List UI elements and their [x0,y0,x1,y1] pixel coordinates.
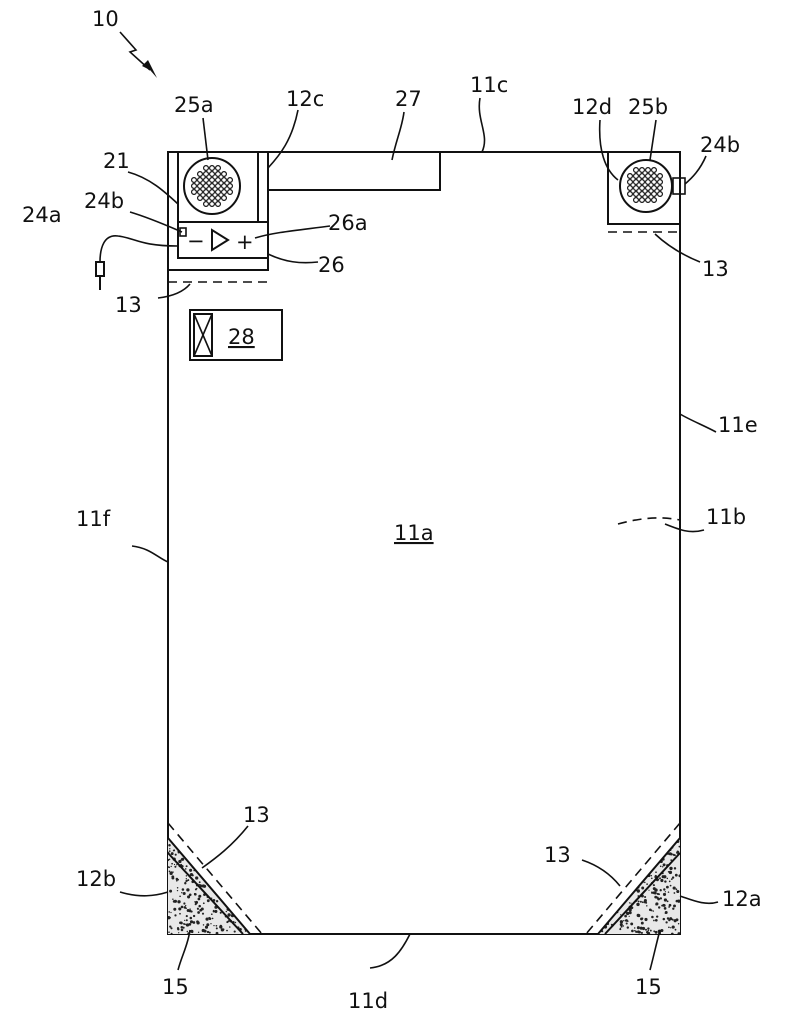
label-21: 21 [103,149,130,173]
label-12b: 12b [76,867,116,891]
speaker-left-grille [191,165,234,208]
back-face-hint [617,517,681,525]
label-15-right: 15 [635,975,662,999]
label-11d: 11d [348,989,388,1013]
label-11f: 11f [76,507,111,531]
label-13-top-left: 13 [115,293,142,317]
jack-right [672,177,686,195]
strip [267,151,441,191]
label-12a: 12a [722,887,762,911]
reference-arrowhead-10 [142,60,157,78]
label-24b-right: 24b [700,133,740,157]
label-15-left: 15 [162,975,189,999]
amplifier-minus: − [187,229,205,253]
label-25a: 25a [174,93,214,117]
speaker-left [183,157,241,215]
speaker-right [619,159,673,213]
plug-cable [99,235,179,263]
label-26a: 26a [328,211,368,235]
label-12d: 12d [572,95,612,119]
label-25b: 25b [628,95,668,119]
label-10: 10 [92,7,119,31]
bottom-right-pocket [585,822,681,935]
module-box [189,309,283,361]
amplifier-plus: + [236,230,254,254]
reference-arrow-10 [119,31,151,71]
amplifier-triangle [211,228,230,252]
label-13-top-right: 13 [702,257,729,281]
speaker-right-grille [626,167,663,204]
leader-lines [119,97,719,971]
plug [95,261,105,277]
label-11b: 11b [706,505,746,529]
amplifier-box [177,221,269,259]
bottom-left-pocket [167,822,263,935]
top-right-pocket [607,151,681,225]
label-11a: 11a [394,521,434,545]
label-13-bottom-left: 13 [243,803,270,827]
label-24a: 24a [22,203,62,227]
label-11e: 11e [718,413,758,437]
label-26: 26 [318,253,345,277]
label-24b-left: 24b [84,189,124,213]
top-left-assembly [167,151,269,271]
label-12c: 12c [286,87,324,111]
label-13-bottom-right: 13 [544,843,571,867]
label-27: 27 [395,87,422,111]
label-28: 28 [228,325,255,349]
label-11c: 11c [470,73,508,97]
